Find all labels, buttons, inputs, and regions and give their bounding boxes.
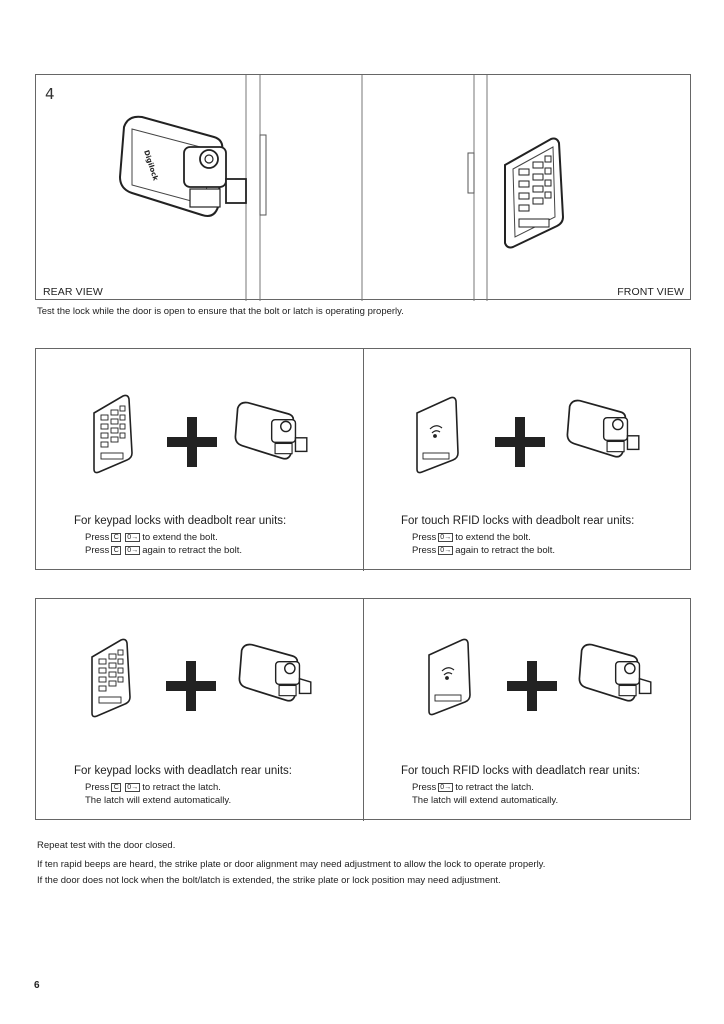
clear-key-icon: C	[111, 783, 122, 792]
panel-keypad-deadbolt: For keypad locks with deadbolt rear unit…	[36, 349, 363, 571]
divider	[363, 349, 364, 571]
panels-row-1: For keypad locks with deadbolt rear unit…	[35, 348, 691, 571]
plus-icon	[495, 417, 545, 467]
instruction-line: Press 0→ to retract the latch.	[412, 782, 534, 793]
note-door-not-locking: If the door does not lock when the bolt/…	[37, 875, 501, 886]
clear-key-icon: C	[111, 546, 122, 555]
rear-view-label: REAR VIEW	[43, 286, 103, 298]
note-beeps: If ten rapid beeps are heard, the strike…	[37, 859, 546, 870]
instruction-line: Press C 0→ again to retract the bolt.	[85, 545, 243, 556]
panel-title: For touch RFID locks with deadbolt rear …	[401, 515, 635, 527]
panel-keypad-deadlatch: For keypad locks with deadlatch rear uni…	[36, 599, 363, 821]
instruction-line: Press 0→ to extend the bolt.	[412, 532, 531, 543]
deadbolt-rear-unit-icon	[566, 399, 640, 458]
page-number: 6	[34, 980, 40, 991]
panel-rfid-deadlatch: For touch RFID locks with deadlatch rear…	[364, 599, 691, 821]
instruction-line: The latch will extend automatically.	[412, 795, 559, 806]
deadlatch-rear-unit-icon	[238, 643, 312, 702]
step-4-illustration: 4 Digilock REAR VIEW FRONT	[35, 74, 691, 301]
step-number: 4	[45, 85, 55, 103]
panels-row-2: For keypad locks with deadlatch rear uni…	[35, 598, 691, 821]
lock-key-icon: 0→	[125, 783, 141, 792]
lock-key-icon: 0→	[125, 546, 141, 555]
instruction-line: Press 0→ again to retract the bolt.	[412, 545, 556, 556]
lock-key-icon: 0→	[125, 533, 141, 542]
clear-key-icon: C	[111, 533, 122, 542]
deadlatch-rear-unit-icon	[578, 643, 652, 702]
panel-title: For keypad locks with deadbolt rear unit…	[74, 515, 287, 527]
rfid-reader-icon	[416, 396, 459, 474]
front-keypad-drawing	[504, 137, 565, 249]
keypad-icon	[93, 394, 133, 474]
front-view-label: FRONT VIEW	[617, 286, 684, 298]
deadbolt-rear-unit-icon	[234, 401, 308, 460]
lock-key-icon: 0→	[438, 533, 454, 542]
rear-unit-drawing: Digilock	[118, 115, 247, 217]
lock-key-icon: 0→	[438, 783, 454, 792]
panel-rfid-deadbolt: For touch RFID locks with deadbolt rear …	[364, 349, 691, 571]
rfid-reader-icon	[428, 638, 471, 716]
panel-title: For keypad locks with deadlatch rear uni…	[74, 765, 292, 777]
instruction-line: Press C 0→ to retract the latch.	[85, 782, 221, 793]
plus-icon	[166, 661, 216, 711]
keypad-icon	[91, 638, 131, 718]
instruction-line: Press C 0→ to extend the bolt.	[85, 532, 218, 543]
panel-title: For touch RFID locks with deadlatch rear…	[401, 765, 641, 777]
plus-icon	[167, 417, 217, 467]
plus-icon	[507, 661, 557, 711]
lock-key-icon: 0→	[438, 546, 454, 555]
divider	[363, 599, 364, 821]
instruction-line: The latch will extend automatically.	[85, 795, 232, 806]
note-repeat-test: Repeat test with the door closed.	[37, 840, 176, 851]
step-caption: Test the lock while the door is open to …	[37, 306, 404, 317]
